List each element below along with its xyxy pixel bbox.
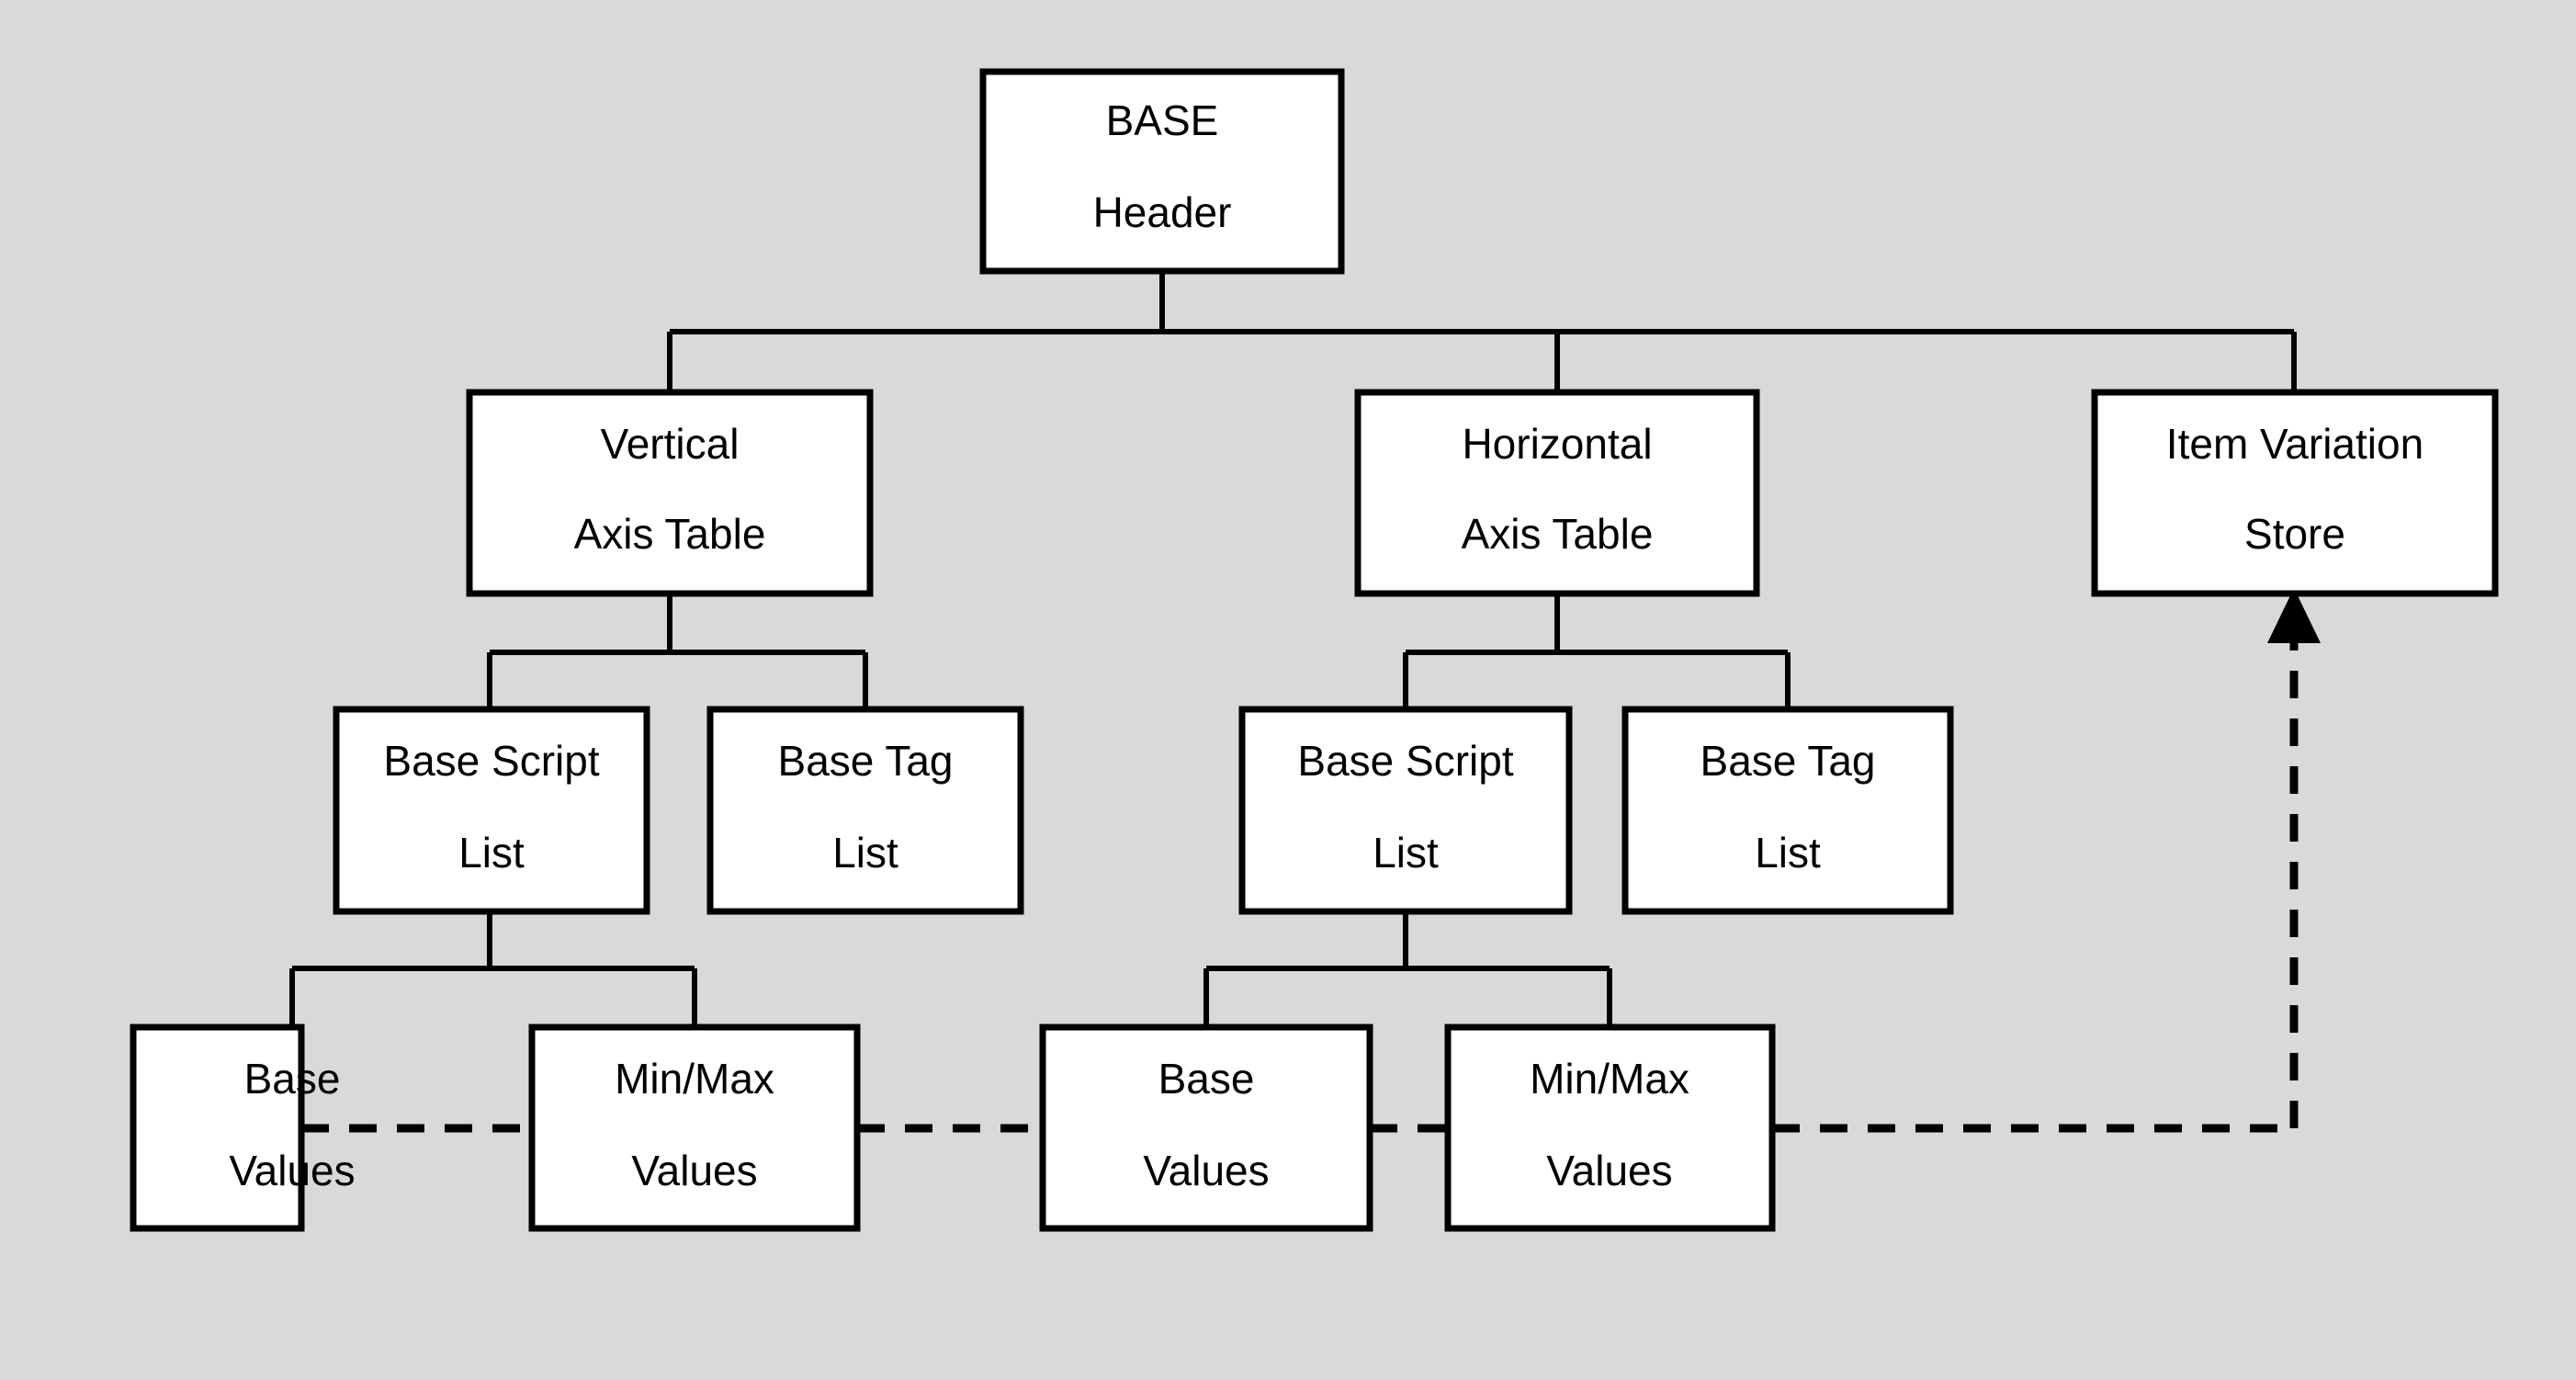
node-label-line2: Values xyxy=(1546,1147,1672,1194)
node-label-line2: Values xyxy=(631,1147,757,1194)
node-label-line1: Min/Max xyxy=(615,1055,774,1103)
node-box[interactable] xyxy=(1039,1024,1373,1232)
node-box[interactable] xyxy=(1238,706,1573,915)
node-horizontal-base-tag-list[interactable]: Base Tag List xyxy=(1621,706,1954,915)
node-label-line1: Base Script xyxy=(1297,737,1513,785)
node-label-line2: List xyxy=(1755,829,1821,877)
node-vertical-min-max-values[interactable]: Min/Max Values xyxy=(528,1024,861,1232)
node-box[interactable] xyxy=(2091,389,2499,597)
node-label-line1: Base Script xyxy=(383,737,599,785)
arrow-head-icon xyxy=(2267,588,2321,643)
node-label-line2: Values xyxy=(229,1147,355,1194)
node-label-line2: Axis Table xyxy=(574,510,766,558)
node-label-line2: List xyxy=(832,829,898,877)
node-vertical-base-values[interactable]: Base Values xyxy=(130,1024,356,1232)
connector-horizontal-axis-to-lists xyxy=(1403,594,1791,709)
dashed-values-to-item-variation-store xyxy=(301,588,2321,1133)
node-box[interactable] xyxy=(1444,1024,1776,1232)
node-label-line1: Base xyxy=(1158,1055,1255,1103)
node-label-line1: BASE xyxy=(1106,96,1219,144)
node-label-line2: Header xyxy=(1093,188,1232,236)
node-label-line2: Axis Table xyxy=(1462,510,1654,558)
node-box[interactable] xyxy=(979,68,1345,275)
node-horizontal-base-script-list[interactable]: Base Script List xyxy=(1238,706,1573,915)
node-label-line2: List xyxy=(458,829,525,877)
node-box[interactable] xyxy=(706,706,1024,915)
node-label-line1: Min/Max xyxy=(1530,1055,1689,1103)
node-vertical-base-tag-list[interactable]: Base Tag List xyxy=(706,706,1024,915)
node-horizontal-base-values[interactable]: Base Values xyxy=(1039,1024,1373,1232)
node-label-line2: Store xyxy=(2244,510,2345,558)
connector-h-script-list-to-values xyxy=(1203,911,1612,1027)
node-item-variation-store[interactable]: Item Variation Store xyxy=(2091,389,2499,597)
node-horizontal-min-max-values[interactable]: Min/Max Values xyxy=(1444,1024,1776,1232)
node-label-line2: List xyxy=(1373,829,1439,877)
connector-v-script-list-to-values xyxy=(289,911,697,1027)
node-box[interactable] xyxy=(466,389,874,597)
node-box[interactable] xyxy=(1354,389,1760,597)
node-vertical-axis-table[interactable]: Vertical Axis Table xyxy=(466,389,874,597)
node-vertical-base-script-list[interactable]: Base Script List xyxy=(333,706,650,915)
node-box[interactable] xyxy=(528,1024,861,1232)
node-box[interactable] xyxy=(333,706,650,915)
node-base-header[interactable]: BASE Header xyxy=(979,68,1345,275)
node-label-line1: Horizontal xyxy=(1462,420,1652,468)
node-label-line1: Item Variation xyxy=(2166,420,2423,468)
node-label-line1: Base Tag xyxy=(778,737,954,785)
node-label-line2: Values xyxy=(1143,1147,1269,1194)
node-label-line1: Base Tag xyxy=(1700,737,1876,785)
node-horizontal-axis-table[interactable]: Horizontal Axis Table xyxy=(1354,389,1760,597)
node-label-line1: Vertical xyxy=(601,420,740,468)
node-label-line1: Base xyxy=(244,1055,341,1103)
node-box[interactable] xyxy=(1621,706,1954,915)
connector-vertical-axis-to-lists xyxy=(487,594,868,709)
connector-header-to-children xyxy=(667,271,2297,392)
node-box[interactable] xyxy=(130,1024,305,1232)
